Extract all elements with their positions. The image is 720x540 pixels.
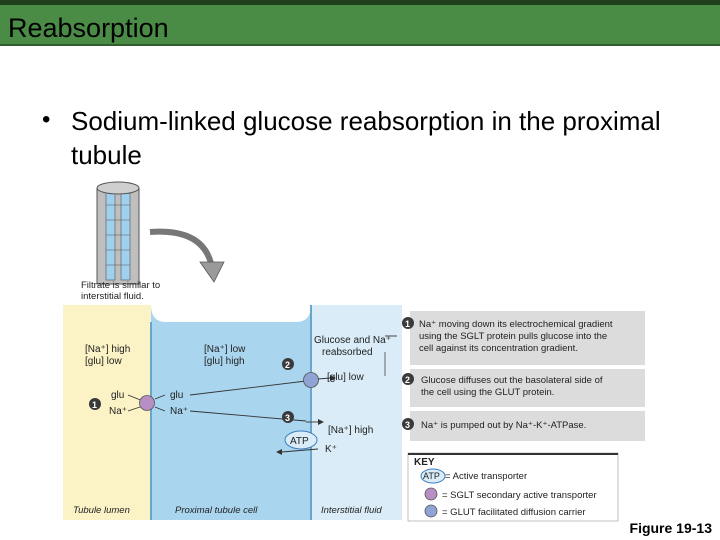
step-3-line1: Na⁺ is pumped out by Na⁺-K⁺-ATPase. (421, 420, 586, 431)
lumen-na-high-label: [Na⁺] high (85, 344, 130, 355)
key-title: KEY (414, 457, 435, 468)
cell-na-label: Na⁺ (170, 406, 188, 417)
cell-na-low-label: [Na⁺] low (204, 344, 246, 355)
step-2-marker: 2 (282, 358, 294, 370)
proximal-cell (151, 305, 311, 520)
tubule-lumen-region (63, 305, 151, 520)
step-2-line1: Glucose diffuses out the basolateral sid… (421, 375, 603, 386)
glut-transporter (303, 372, 319, 388)
key-glut-label: = GLUT facilitated diffusion carrier (442, 507, 586, 518)
key-glut-symbol (424, 504, 438, 518)
sglt-transporter (139, 395, 155, 411)
svg-text:1: 1 (92, 400, 97, 410)
step-1-line3: cell against its concentration gradient. (419, 343, 578, 354)
figure-label: Figure 19-13 (629, 520, 712, 536)
bullet-text: Sodium-linked glucose reabsorption in th… (71, 106, 661, 170)
step-1-line2: using the SGLT protein pulls glucose int… (419, 331, 607, 342)
key-sglt-label: = SGLT secondary active transporter (442, 490, 597, 501)
step-3-number: 3 (405, 420, 410, 430)
cell-glu-label: glu (170, 390, 183, 401)
filtrate-note-line1: Filtrate is similar to (81, 280, 160, 291)
step-3-marker: 3 (282, 411, 294, 423)
absorbed-label-line1: Glucose and Na⁺ (314, 335, 391, 346)
step-1-line1: Na⁺ moving down its electrochemical grad… (419, 319, 613, 330)
interstitial-region (312, 305, 402, 520)
lumen-na-label: Na⁺ (109, 406, 127, 417)
title-bar: Reabsorption (0, 0, 720, 46)
svg-text:2: 2 (285, 360, 290, 370)
interstitial-na-high-label: [Na⁺] high (328, 425, 373, 436)
step-3-box (410, 411, 645, 441)
k-ion-label: K⁺ (325, 444, 337, 455)
step-1-marker: 1 (89, 398, 101, 410)
cell-region-label: Proximal tubule cell (175, 505, 258, 516)
slide-title: Reabsorption (8, 13, 169, 43)
lumen-glu-low-label: [glu] low (85, 356, 122, 367)
step-2-box (410, 369, 645, 407)
absorbed-label-line2: reabsorbed (322, 347, 373, 358)
interstitial-region-label: Interstitial fluid (321, 505, 382, 516)
step-2-number: 2 (405, 375, 410, 385)
bullet-icon: • (42, 106, 51, 133)
step-1-box (410, 311, 645, 365)
svg-text:ATP: ATP (423, 471, 440, 481)
cell-glu-high-label: [glu] high (204, 356, 245, 367)
step-2-line2: the cell using the GLUT protein. (421, 387, 554, 398)
key-panel: KEY ATP = Active transporter = SGLT seco… (407, 452, 619, 522)
key-sglt-symbol (424, 487, 438, 501)
lumen-glu-label: glu (111, 390, 124, 401)
filtrate-note-line2: interstitial fluid. (81, 291, 144, 302)
atpase-pump (284, 430, 318, 450)
lumen-region-label: Tubule lumen (73, 505, 130, 516)
svg-text:3: 3 (285, 413, 290, 423)
key-atp-symbol (420, 468, 446, 484)
tubule-illustration (96, 181, 225, 285)
atp-label: ATP (290, 436, 309, 447)
step-1-number: 1 (405, 319, 410, 329)
key-active-label: = Active transporter (445, 471, 527, 482)
interstitial-glu-low-label: [glu] low (327, 372, 364, 383)
